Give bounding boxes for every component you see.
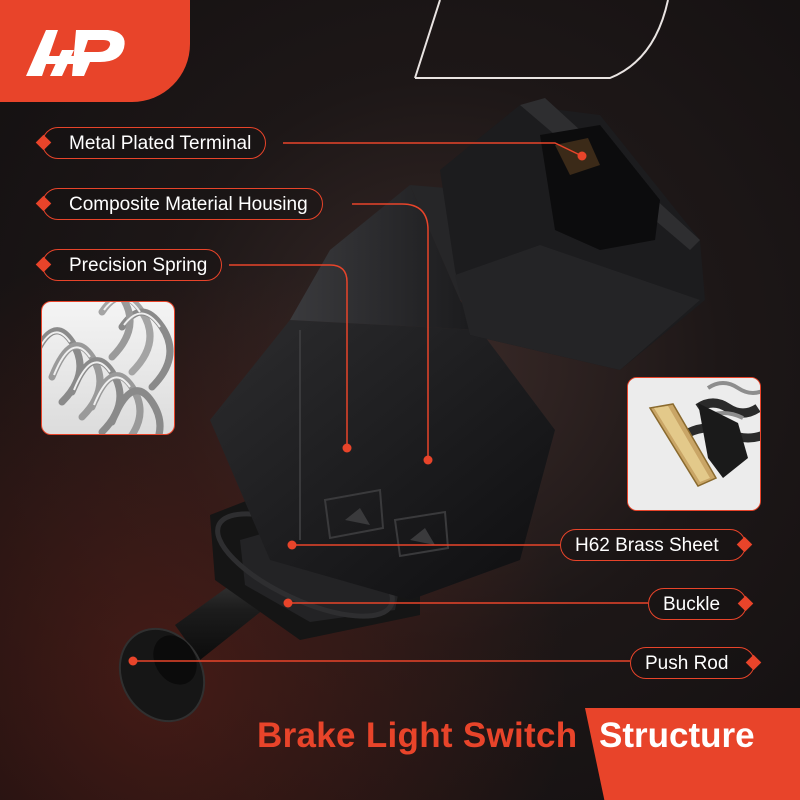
logo-badge	[0, 0, 190, 102]
spring-inset	[41, 301, 175, 435]
callout-buckle: Buckle	[648, 588, 754, 620]
callout-composite-material-housing: Composite Material Housing	[35, 188, 323, 220]
spring-closeup-image	[42, 302, 174, 434]
callout-label: Composite Material Housing	[69, 194, 308, 215]
brass-sheet-closeup-image	[628, 378, 760, 510]
callout-label: Metal Plated Terminal	[69, 133, 252, 154]
brass-sheet-inset	[627, 377, 761, 511]
callout-push-rod: Push Rod	[630, 647, 762, 679]
callout-label: Buckle	[663, 594, 721, 615]
callout-precision-spring: Precision Spring	[35, 249, 223, 281]
callout-label: Push Rod	[645, 653, 729, 674]
title-main-text: Brake Light Switch	[257, 716, 578, 755]
callout-label: Precision Spring	[69, 255, 208, 276]
callout-label: H62 Brass Sheet	[575, 535, 719, 556]
a-premium-logo-icon	[26, 30, 125, 76]
title-accent-text: Structure	[599, 716, 755, 755]
callout-metal-plated-terminal: Metal Plated Terminal	[35, 127, 267, 159]
title-accent-shape	[585, 708, 800, 800]
connector-head-shape	[440, 98, 705, 370]
callout-h62-brass-sheet: H62 Brass Sheet	[560, 529, 752, 561]
